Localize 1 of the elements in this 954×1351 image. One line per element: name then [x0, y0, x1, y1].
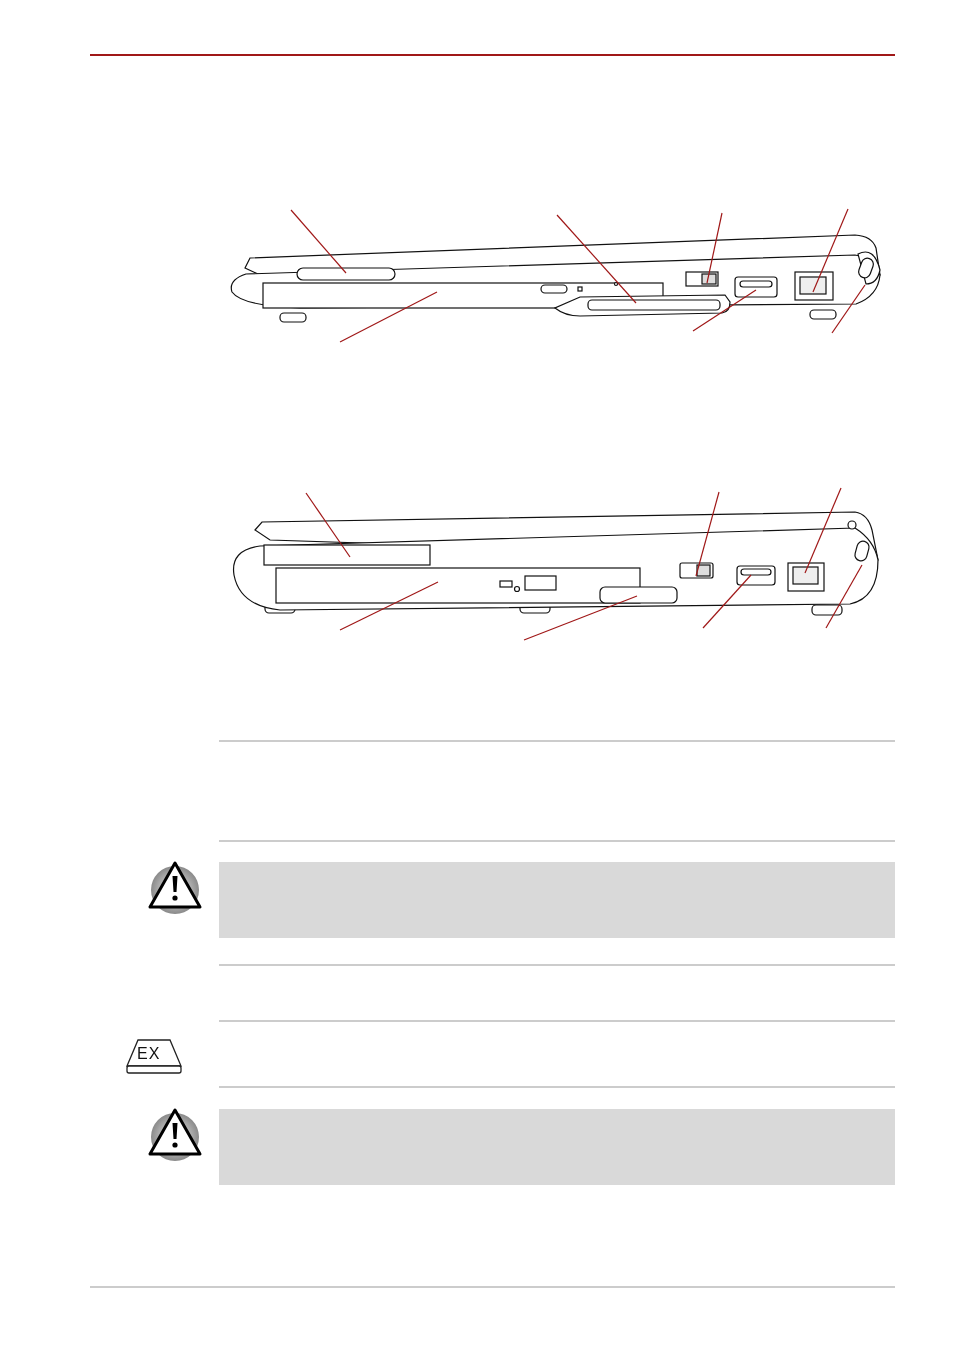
key-label: EX	[137, 1046, 161, 1062]
